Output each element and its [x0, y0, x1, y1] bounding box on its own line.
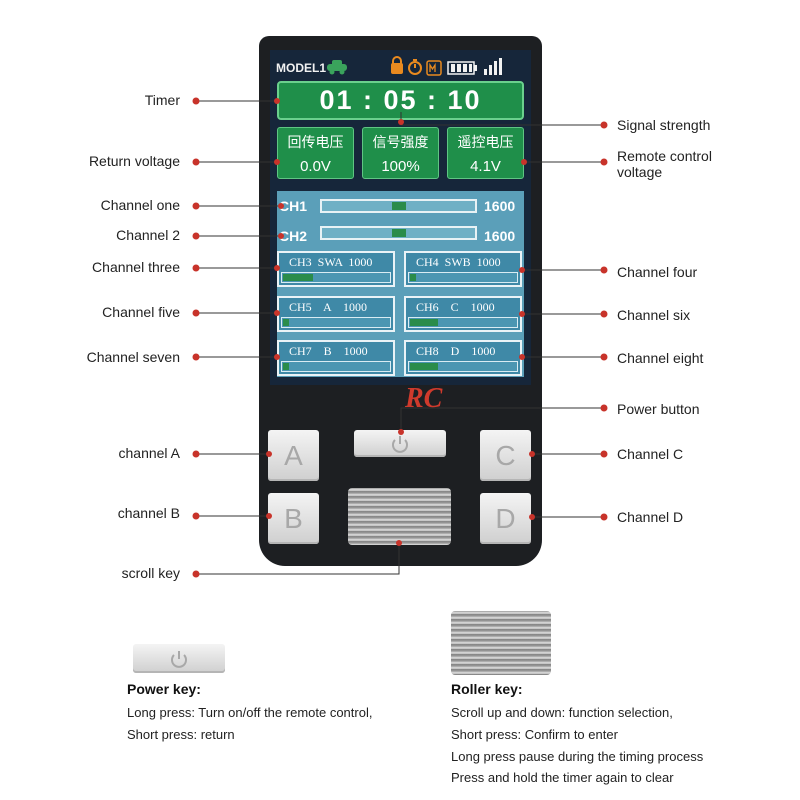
key-c-label: C: [495, 439, 516, 471]
callout-channel-eight: Channel eight: [617, 350, 704, 366]
power-key-line-2: Short press: return: [127, 727, 235, 742]
key-d-label: D: [495, 502, 516, 534]
callout-channel-four: Channel four: [617, 264, 698, 280]
lock-icon: [391, 56, 403, 74]
callout-channel-a: channel A: [118, 445, 181, 461]
callout-channel-c: Channel C: [617, 446, 684, 462]
roller-key-illustration: [451, 611, 551, 675]
ch6-track: [408, 317, 518, 328]
ch3-track: [281, 272, 391, 283]
key-d-button[interactable]: D: [480, 493, 531, 544]
remote-voltage-title: 遥控电压: [457, 134, 514, 150]
callout-channel-five: Channel five: [102, 304, 180, 320]
signal-strength-box: 信号强度 100%: [362, 127, 439, 179]
remote-voltage-value: 4.1V: [470, 158, 501, 175]
ch3-fill: [283, 274, 313, 281]
callout-channel-one: Channel one: [100, 197, 180, 213]
signal-strength-value: 100%: [381, 158, 420, 175]
ch2-marker: [392, 229, 406, 237]
scroll-roller[interactable]: [348, 488, 451, 545]
ch6-text: CH6 C 1000: [416, 300, 495, 314]
ch4-text: CH4 SWB 1000: [416, 255, 501, 269]
roller-key-line-1: Scroll up and down: function selection,: [451, 705, 673, 720]
callout-channel-three: Channel three: [92, 259, 180, 275]
return-voltage-value: 0.0V: [300, 158, 331, 175]
callout-power-button: Power button: [617, 401, 700, 417]
ch2-value: 1600: [484, 228, 516, 244]
callout-return-voltage: Return voltage: [88, 153, 180, 169]
timer-display: 01 : 05 : 10: [277, 81, 524, 120]
ch1-value: 1600: [484, 198, 516, 214]
callout-remote-voltage-line2: voltage: [617, 164, 663, 180]
power-icon: [392, 435, 408, 453]
callout-channel-six: Channel six: [617, 307, 691, 323]
ch7-text: CH7 B 1000: [289, 344, 368, 358]
ch4-track: [408, 272, 518, 283]
key-a-label: A: [284, 439, 303, 471]
ch8-fill: [410, 363, 438, 370]
ch2-label: CH2: [279, 228, 308, 244]
roller-key-line-4: Press and hold the timer again to clear: [451, 770, 674, 785]
roller-key-line-2: Short press: Confirm to enter: [451, 727, 618, 742]
ch4-box: CH4 SWB 1000: [404, 251, 522, 287]
ch6-fill: [410, 319, 438, 326]
callout-remote-voltage-line1: Remote control: [617, 148, 712, 164]
roller-key-line-3: Long press pause during the timing proce…: [451, 749, 704, 764]
callout-scroll-key: scroll key: [121, 565, 180, 581]
ch1-bar: [320, 199, 477, 213]
ch6-box: CH6 C 1000: [404, 296, 522, 332]
status-bar: [327, 56, 527, 83]
callout-channel-seven: Channel seven: [86, 349, 180, 365]
signal-icon: [484, 58, 502, 75]
memory-icon: [426, 60, 442, 76]
ch7-box: CH7 B 1000: [277, 340, 395, 376]
ch1-marker: [392, 202, 406, 210]
stopwatch-icon: [408, 59, 422, 75]
power-key-line-1: Long press: Turn on/off the remote contr…: [127, 705, 373, 720]
callout-channel-two: Channel 2: [116, 227, 180, 243]
ch8-text: CH8 D 1000: [416, 344, 496, 358]
callout-channel-d: Channel D: [617, 509, 684, 525]
ch8-track: [408, 361, 518, 372]
power-icon: [171, 650, 187, 668]
ch3-box: CH3 SWA 1000: [277, 251, 395, 287]
key-a-button[interactable]: A: [268, 430, 319, 481]
ch7-track: [281, 361, 391, 372]
power-key-title: Power key:: [127, 681, 201, 697]
roller-key-title: Roller key:: [451, 681, 523, 697]
callout-signal-strength: Signal strength: [617, 117, 711, 133]
ch7-fill: [283, 363, 289, 370]
brand-logo: RC: [405, 383, 443, 414]
battery-icon: [447, 61, 477, 75]
ch8-box: CH8 D 1000: [404, 340, 522, 376]
ch5-text: CH5 A 1000: [289, 300, 368, 314]
signal-strength-title: 信号强度: [372, 134, 429, 150]
power-key-illustration: [133, 644, 225, 673]
remote-voltage-box: 遥控电压 4.1V: [447, 127, 524, 179]
ch3-text: CH3 SWA 1000: [289, 255, 373, 269]
model-name: MODEL1: [276, 61, 327, 75]
return-voltage-title: 回传电压: [287, 134, 344, 150]
power-button[interactable]: [354, 430, 446, 457]
ch5-track: [281, 317, 391, 328]
key-c-button[interactable]: C: [480, 430, 531, 481]
key-b-label: B: [284, 502, 303, 534]
ch5-box: CH5 A 1000: [277, 296, 395, 332]
key-b-button[interactable]: B: [268, 493, 319, 544]
ch1-label: CH1: [279, 198, 308, 214]
callout-timer: Timer: [144, 92, 180, 108]
ch4-fill: [410, 274, 416, 281]
car-icon: [327, 60, 347, 75]
ch5-fill: [283, 319, 289, 326]
callout-channel-b: channel B: [117, 505, 180, 521]
ch2-bar: [320, 226, 477, 240]
return-voltage-box: 回传电压 0.0V: [277, 127, 354, 179]
